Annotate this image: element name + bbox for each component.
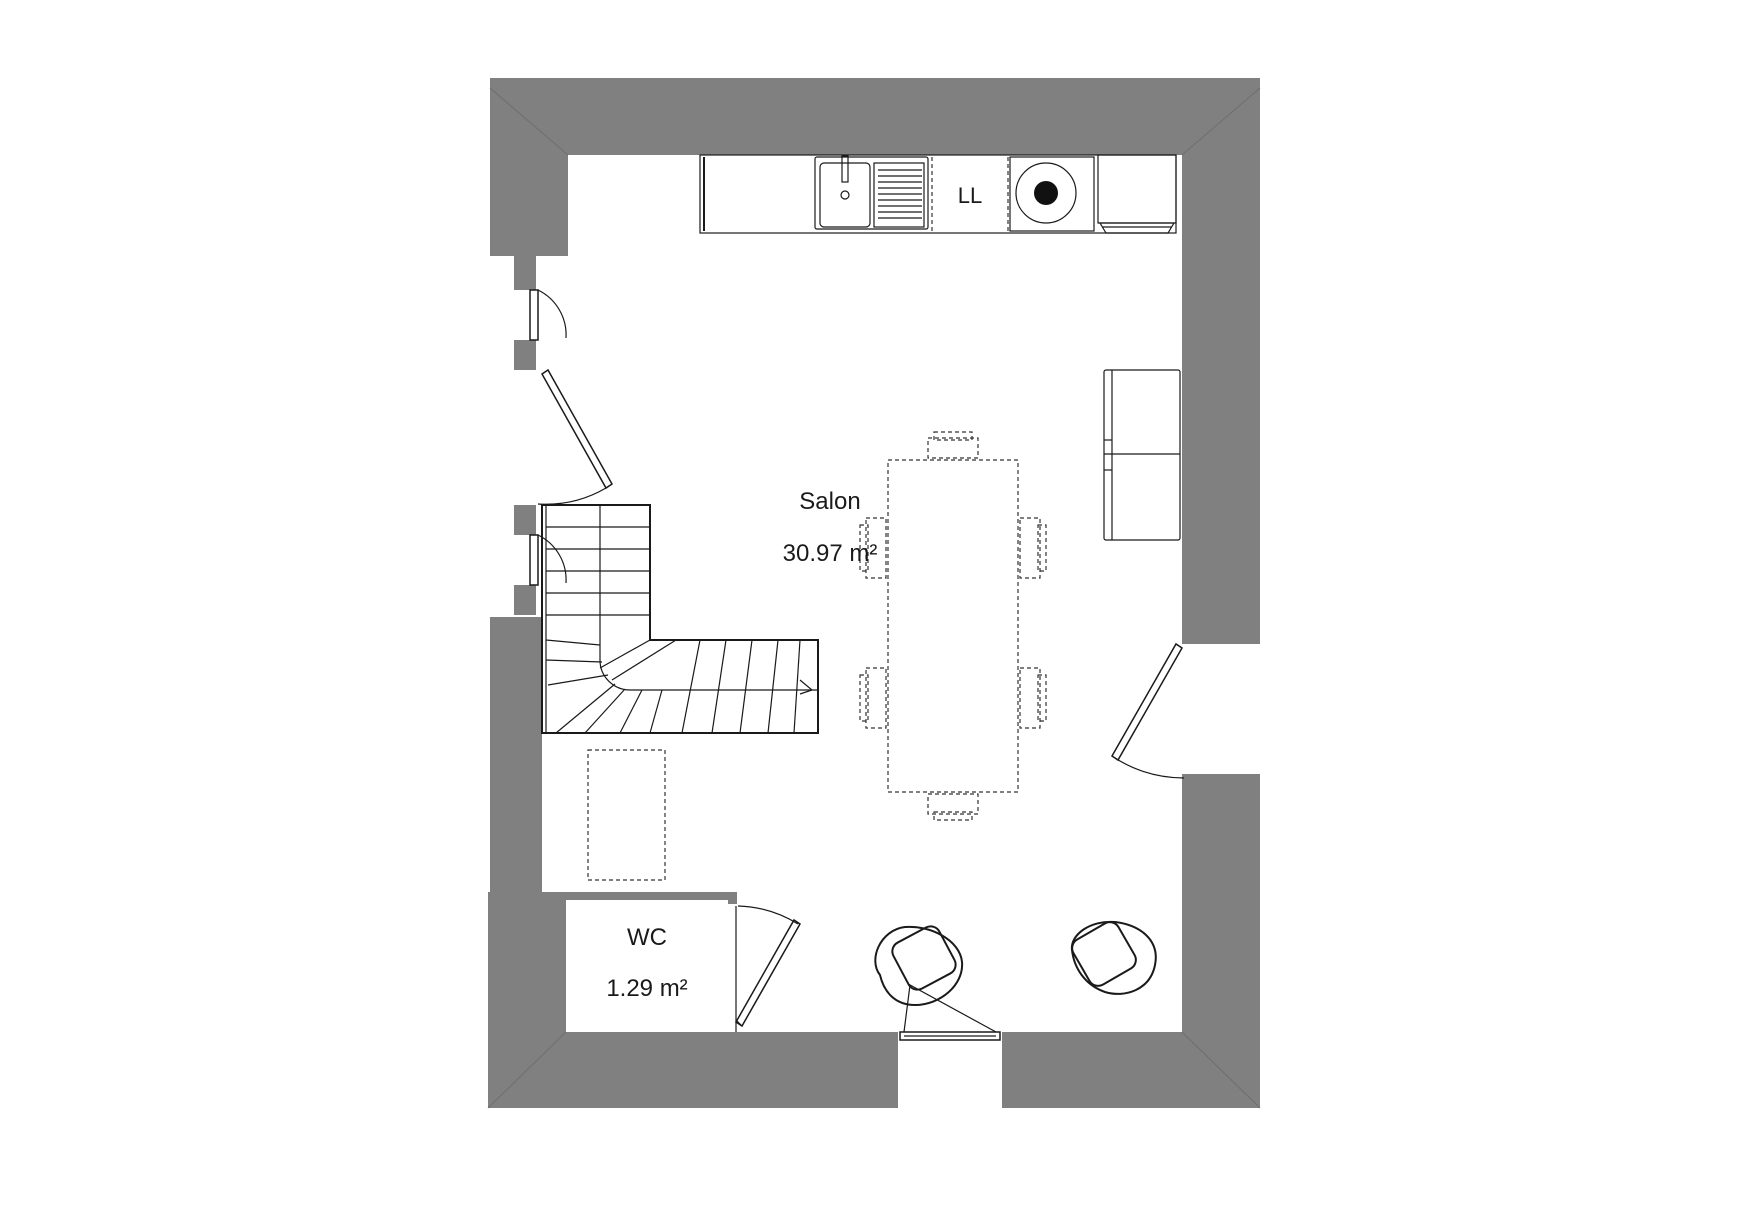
wall-right-lower (1182, 774, 1260, 1108)
room-area-wc: 1.29 m² (606, 975, 687, 1002)
exterior-walls (487, 78, 1261, 1109)
counter-outline (699, 154, 1177, 234)
wall-left-jamb-4 (514, 585, 536, 615)
wall-bottom-right (1002, 1032, 1260, 1108)
armchair-right-icon (1070, 920, 1157, 995)
wall-bottom-left (488, 1032, 733, 1108)
room-name-wc: WC (627, 924, 667, 951)
sink-icon (814, 155, 929, 230)
bottom-door[interactable] (899, 984, 1001, 1041)
chair-icon (927, 793, 979, 821)
wall-wc-left (488, 892, 566, 1108)
wall-wc-right-stub (728, 892, 737, 904)
dining-table (859, 431, 1047, 821)
room-area-salon: 30.97 m² (783, 540, 878, 567)
armchair-left-icon (874, 925, 964, 1007)
entry-door-left[interactable] (537, 368, 613, 505)
wall-wc-top (566, 892, 736, 900)
wall-left-jamb-3 (514, 505, 536, 535)
wall-left-top (490, 88, 568, 256)
kitchen-counter: LL (699, 154, 1177, 234)
wall-left-jamb-1 (514, 256, 536, 290)
wc-room (735, 905, 801, 1032)
chair-icon (927, 431, 979, 459)
chair-icon (1019, 667, 1047, 729)
door-leaf-upper[interactable] (529, 289, 539, 341)
door-leaf-lower[interactable] (529, 534, 539, 586)
chair-icon (859, 517, 887, 579)
staircase (541, 504, 819, 734)
wall-right-upper (1182, 88, 1260, 644)
wall-top (490, 78, 1260, 155)
oven-icon (1097, 154, 1177, 234)
rug (587, 749, 666, 881)
appliance-drum-icon (1009, 156, 1095, 232)
entry-door-right[interactable] (1111, 642, 1185, 779)
sideboard (1103, 369, 1181, 541)
stair-direction-arrow-icon (799, 679, 814, 695)
wall-bottom-middle (733, 1032, 898, 1108)
wall-left-lower (490, 617, 542, 892)
chair-icon (859, 667, 887, 729)
washing-machine-slot: LL (931, 157, 1009, 231)
left-window-doors (529, 289, 613, 586)
chair-icon (1019, 517, 1047, 579)
wall-left-jamb-2 (514, 340, 536, 370)
room-name-salon: Salon (799, 488, 860, 515)
washing-machine-label: LL (958, 183, 982, 208)
wc-door[interactable] (735, 905, 801, 1032)
